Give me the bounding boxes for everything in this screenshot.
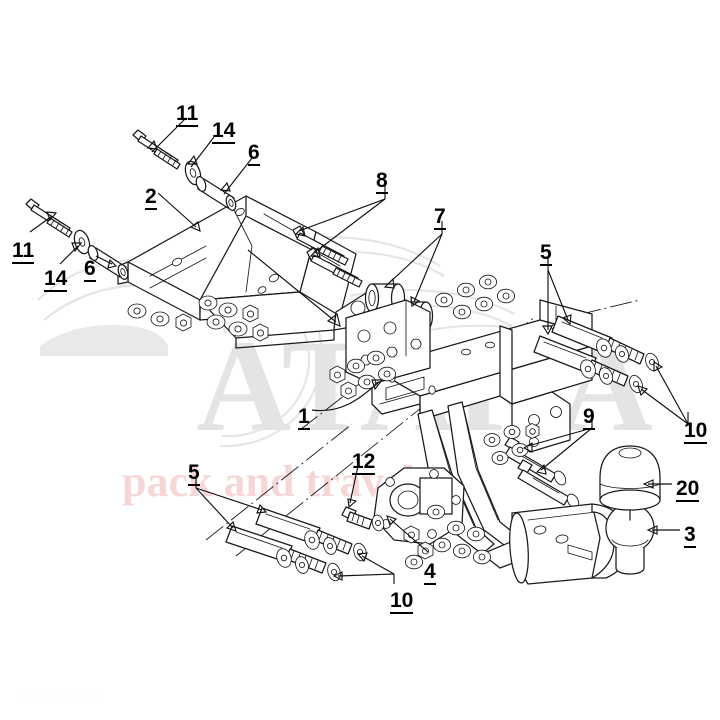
callout-14-left: 14	[44, 267, 68, 292]
callout-4: 4	[424, 560, 436, 585]
hardware-row-crossbar-left	[329, 274, 516, 400]
watermark-tagline: pack and travel	[122, 457, 415, 506]
fastener-set-left-5-10	[225, 507, 367, 582]
fastener-set-top-11-14-6	[132, 129, 237, 211]
callout-11-top: 11	[176, 102, 199, 127]
callout-6-left: 6	[84, 257, 96, 282]
hardware-row-left-bracket	[127, 295, 269, 342]
callout-7: 7	[434, 205, 446, 230]
part-20-ball-cover	[599, 445, 661, 521]
callout-10-right: 10	[684, 419, 708, 444]
part-3-tow-ball	[509, 502, 655, 585]
callout-10-left: 10	[390, 589, 414, 614]
callout-3: 3	[684, 523, 696, 548]
callout-20: 20	[676, 477, 700, 502]
callout-5-right: 5	[540, 241, 552, 266]
callout-5-left: 5	[188, 461, 200, 486]
watermark-corner: autoskladis	[18, 689, 104, 706]
leader-lines	[29, 117, 689, 584]
callout-1: 1	[298, 405, 310, 430]
callout-11-left: 11	[12, 239, 35, 264]
callout-2: 2	[145, 185, 157, 210]
callout-8: 8	[376, 169, 388, 194]
callout-12: 12	[352, 450, 376, 475]
callout-9: 9	[583, 405, 595, 430]
hardware-cluster-flange	[403, 504, 492, 570]
part-1-main-crossbar	[345, 299, 593, 569]
fastener-12-flange-bolt	[341, 506, 385, 532]
fastener-set-right-5-10	[533, 315, 659, 394]
callout-14-top: 14	[212, 119, 236, 144]
callout-6-top: 6	[248, 141, 260, 166]
